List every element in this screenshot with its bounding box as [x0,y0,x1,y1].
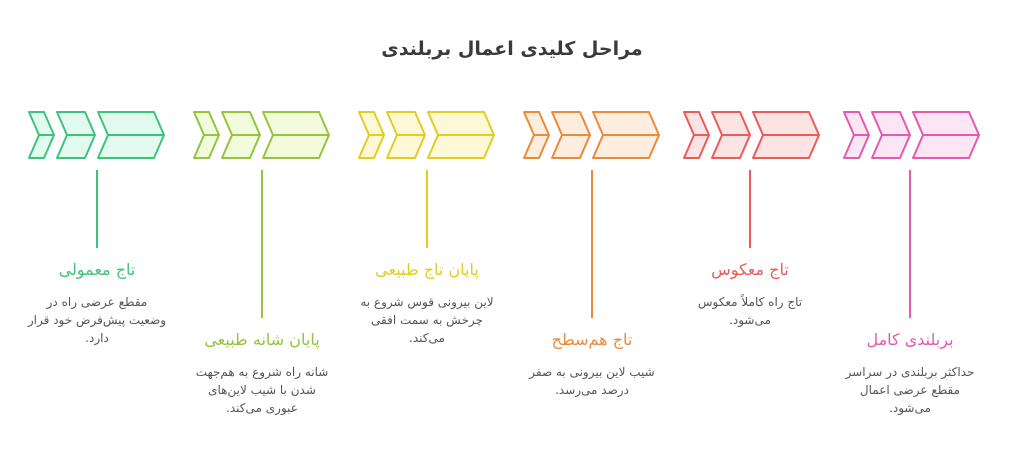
stage-title: پایان تاج طبیعی [375,260,479,279]
chevron-arrow [262,111,330,159]
stage-6: بربلندی کامل حداکثر بربلندی در سراسر مقطع… [815,330,1005,417]
chevron-arrow [843,111,870,159]
chevron-arrow [871,111,911,159]
stage-1: تاج معمولی مقطع عرضی راه در وضعیت پیش‌فرض… [2,260,192,347]
stage-title: تاج معکوس [711,260,789,279]
chevron-arrow [912,111,980,159]
chevron-arrow [711,111,751,159]
stage-description: شانه راه شروع به هم‌جهت شدن با شیب لاین‌… [195,365,329,415]
chevron-arrow [28,111,55,159]
diagram-title: مراحل کلیدی اعمال بربلندی [381,38,643,60]
stage-description: لاین بیرونی قوس شروع به چرخش به سمت افقی… [360,295,494,345]
stage-2: پایان شانه طبیعی شانه راه شروع به هم‌جهت … [167,330,357,417]
stage-title: بربلندی کامل [866,330,954,349]
chevron-arrow [56,111,96,159]
stage-title: تاج هم‌سطح [551,330,633,349]
chevron-arrow [386,111,426,159]
chevron-arrow [752,111,820,159]
chevron-arrow [193,111,220,159]
stage-description: تاج راه کاملاً معکوس می‌شود. [697,295,803,327]
stage-3: پایان تاج طبیعی لاین بیرونی قوس شروع به چ… [332,260,522,347]
chevron-arrow [97,111,165,159]
stage-description: حداکثر بربلندی در سراسر مقطع عرضی اعمال … [845,365,975,415]
stage-title: پایان شانه طبیعی [204,330,320,349]
chevron-arrow [523,111,550,159]
stage-5: تاج معکوس تاج راه کاملاً معکوس می‌شود. [655,260,845,329]
chevron-arrow [551,111,591,159]
chevron-arrow [358,111,385,159]
stage-title: تاج معمولی [58,260,136,279]
chevron-arrow [592,111,660,159]
chevron-arrow [221,111,261,159]
stage-description: مقطع عرضی راه در وضعیت پیش‌فرض خود قرار … [27,295,167,345]
chevron-arrow [427,111,495,159]
stage-description: شیب لاین بیرونی به صفر درصد می‌رسد. [529,365,655,397]
chevron-arrow [683,111,710,159]
stage-4: تاج هم‌سطح شیب لاین بیرونی به صفر درصد می… [497,330,687,399]
